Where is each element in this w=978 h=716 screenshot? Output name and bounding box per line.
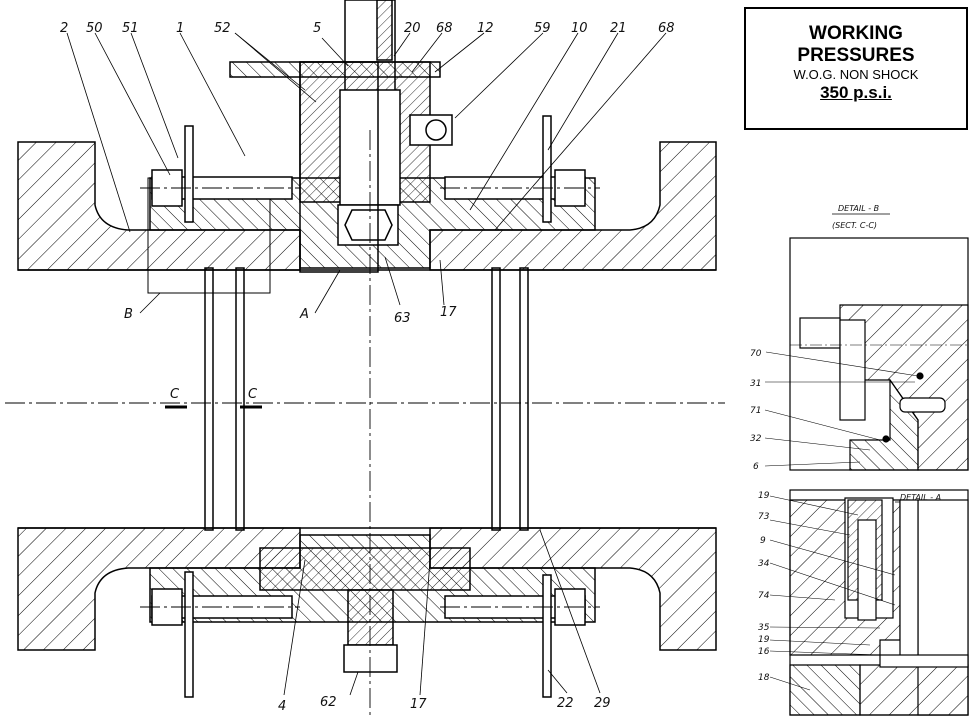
detail-b-callout-70: 70 — [750, 349, 762, 359]
stem-hex — [337, 204, 399, 246]
detail-a-callout-16: 16 — [758, 647, 770, 657]
callout-10: 10 — [571, 21, 588, 36]
callout-17-bottom: 17 — [410, 697, 427, 712]
callout-5: 5 — [313, 21, 321, 36]
detail-a-callout-19-bottom: 19 — [758, 635, 770, 645]
detail-a-callout-34: 34 — [758, 559, 770, 569]
working-pressures-box: WORKING PRESSURES W.O.G. NON SHOCK 350 p… — [744, 7, 968, 130]
right-flange-top — [429, 141, 717, 271]
detail-b-callout-71: 71 — [750, 406, 761, 416]
callout-50: 50 — [86, 21, 103, 36]
pressure-title-line1: WORKING — [809, 23, 903, 44]
detail-b-subtitle: (SECT. C-C) — [832, 221, 877, 230]
detail-a-callout-74: 74 — [758, 591, 770, 601]
callout-59: 59 — [534, 21, 551, 36]
detail-b-callout-32: 32 — [750, 434, 762, 444]
callout-68-right: 68 — [658, 21, 675, 36]
callout-62: 62 — [320, 695, 337, 710]
callout-12: 12 — [477, 21, 494, 36]
stem-key — [376, 0, 393, 61]
callout-52: 52 — [214, 21, 231, 36]
detail-a-callout-9: 9 — [760, 536, 766, 546]
ball-bottom — [259, 547, 471, 591]
callout-22: 22 — [557, 696, 574, 711]
callout-63: 63 — [394, 311, 411, 326]
callout-2: 2 — [60, 21, 68, 36]
callout-21: 21 — [610, 21, 627, 36]
bottom-plug — [347, 589, 394, 646]
right-flange-bottom — [429, 527, 717, 651]
detail-b-callout-6: 6 — [753, 462, 759, 472]
callout-A: A — [299, 307, 309, 322]
detail-b-view: DETAIL - B (SECT. C-C) 70 31 71 32 6 — [750, 204, 969, 472]
callout-1: 1 — [176, 21, 184, 36]
detail-a-callout-73: 73 — [758, 512, 770, 522]
main-callouts: 2 50 51 1 52 5 20 68 12 59 10 21 68 B A … — [60, 21, 675, 714]
callout-68-top: 68 — [436, 21, 453, 36]
detail-a-callout-18: 18 — [758, 673, 770, 683]
detail-a-callout-19-top: 19 — [758, 491, 770, 501]
pressure-title-line2: PRESSURES — [797, 45, 915, 66]
pressure-value: 350 p.s.i. — [820, 83, 892, 102]
section-C-right: C — [248, 387, 258, 402]
callout-20: 20 — [404, 21, 421, 36]
left-seat-ring — [204, 267, 214, 531]
right-seat-ring — [491, 267, 501, 531]
callout-17-top: 17 — [440, 305, 457, 320]
main-section-view — [5, 0, 725, 716]
detail-a-view: DETAIL - A 19 73 9 34 74 35 — [758, 489, 969, 716]
detail-a-title: DETAIL - A — [900, 493, 941, 502]
detail-b-callout-31: 31 — [750, 379, 761, 389]
pressure-condition: W.O.G. NON SHOCK — [793, 67, 919, 82]
right-seat-ring-2 — [519, 267, 529, 531]
left-seat-ring-2 — [235, 267, 245, 531]
callout-29: 29 — [594, 696, 611, 711]
callout-B: B — [124, 307, 133, 322]
detail-a-callout-35: 35 — [758, 623, 770, 633]
detail-b-title: DETAIL - B — [838, 204, 879, 213]
callout-4: 4 — [278, 699, 286, 714]
callout-51: 51 — [122, 21, 139, 36]
section-C-left: C — [170, 387, 180, 402]
